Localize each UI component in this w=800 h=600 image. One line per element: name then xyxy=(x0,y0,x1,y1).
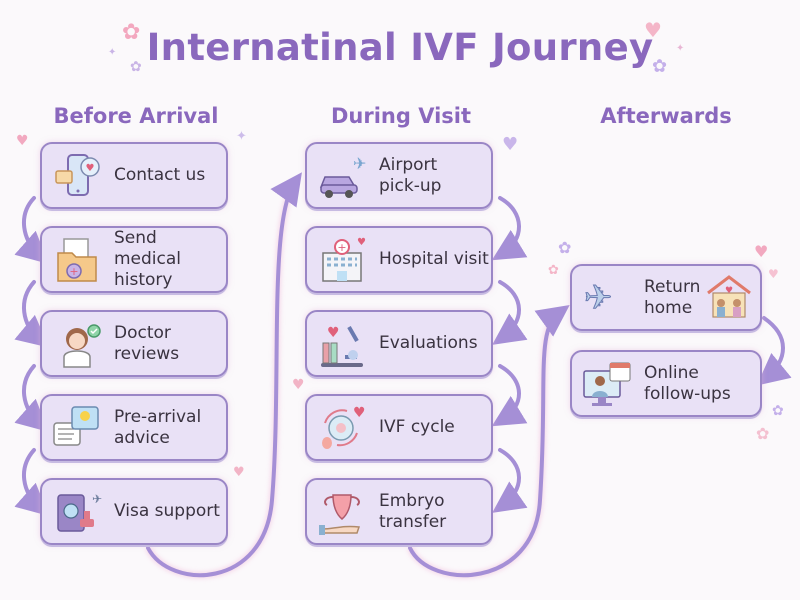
car-plane-icon: ✈ xyxy=(313,147,371,205)
family-home-icon: ♥ xyxy=(704,271,754,325)
svg-text:✈: ✈ xyxy=(353,154,366,173)
svg-text:♥: ♥ xyxy=(357,237,366,248)
heart-icon: ♥ xyxy=(292,377,305,393)
doctor-check-icon xyxy=(48,315,106,373)
arrow-6 xyxy=(491,196,528,261)
passport-stamp-icon: ✈ xyxy=(48,483,106,541)
step-label: Online follow-ups xyxy=(644,362,731,404)
step-label: Airport pick-up xyxy=(379,154,442,196)
flower-icon: ✿ xyxy=(130,59,142,75)
step-contact-us[interactable]: ♥ Contact us xyxy=(40,142,228,209)
svg-text:+: + xyxy=(69,265,78,278)
arrow-11 xyxy=(756,316,792,386)
step-label: Send medical history xyxy=(114,228,182,290)
arrow-8 xyxy=(491,364,528,427)
column-heading-during-visit: During Visit xyxy=(330,104,472,128)
step-return-home[interactable]: ✈ Return home ♥ xyxy=(570,264,762,331)
medical-folder-icon: + xyxy=(48,231,106,289)
flower-icon: ✿ xyxy=(558,238,572,257)
arrow-4 xyxy=(14,448,49,516)
flower-icon: ✿ xyxy=(756,424,770,443)
step-label: Visa support xyxy=(114,501,220,521)
step-send-medical-history[interactable]: + Send medical history xyxy=(40,226,228,293)
heart-icon: ♥ xyxy=(233,465,245,480)
heart-icon: ♥ xyxy=(502,134,519,155)
step-label: Return home xyxy=(644,276,701,318)
step-label: Embryo transfer xyxy=(379,490,447,532)
uterus-hand-icon xyxy=(313,483,371,541)
step-ivf-cycle[interactable]: ♥ IVF cycle xyxy=(305,394,493,461)
arrow-2 xyxy=(14,280,50,348)
step-label: Evaluations xyxy=(379,333,478,353)
arrow-9 xyxy=(492,448,528,513)
flower-icon: ✿ xyxy=(122,20,141,45)
step-airport-pick-up[interactable]: ✈ Airport pick-up xyxy=(305,142,493,209)
arrow-10 xyxy=(408,304,570,577)
flower-icon: ✿ xyxy=(548,263,559,278)
step-label: Hospital visit xyxy=(379,249,489,269)
svg-text:✈: ✈ xyxy=(584,278,613,318)
svg-text:♥: ♥ xyxy=(327,325,340,341)
heart-icon: ♥ xyxy=(16,133,29,149)
svg-text:+: + xyxy=(337,241,346,254)
phone-chat-icon: ♥ xyxy=(48,147,106,205)
ivf-cycle-icon: ♥ xyxy=(313,399,371,457)
column-heading-before-arrival: Before Arrival xyxy=(53,104,219,128)
sparkle-icon: ✦ xyxy=(676,43,685,54)
heart-icon: ♥ xyxy=(768,267,779,281)
step-pre-arrival-advice[interactable]: Pre-arrival advice xyxy=(40,394,228,461)
svg-text:♥: ♥ xyxy=(725,286,733,296)
heart-icon: ♥ xyxy=(754,242,769,261)
plane-home-icon: ✈ xyxy=(578,269,636,327)
arrow-7 xyxy=(492,280,528,345)
step-embryo-transfer[interactable]: Embryo transfer xyxy=(305,478,493,545)
flower-icon: ✿ xyxy=(652,56,668,77)
sparkle-icon: ✦ xyxy=(236,129,247,144)
video-calendar-icon xyxy=(578,355,636,413)
step-label: Contact us xyxy=(114,165,206,185)
page-title: Internatinal IVF Journey xyxy=(146,26,654,69)
sparkle-icon: ✦ xyxy=(108,47,117,58)
step-hospital-visit[interactable]: +♥ Hospital visit xyxy=(305,226,493,293)
svg-text:✈: ✈ xyxy=(92,492,102,506)
step-online-follow-ups[interactable]: Online follow-ups xyxy=(570,350,762,417)
arrow-5 xyxy=(146,172,302,577)
step-visa-support[interactable]: ✈ Visa support xyxy=(40,478,228,545)
step-doctor-reviews[interactable]: Doctor reviews xyxy=(40,310,228,377)
step-evaluations[interactable]: ♥ Evaluations xyxy=(305,310,493,377)
step-label: Pre-arrival advice xyxy=(114,406,202,448)
advice-bulb-icon xyxy=(48,399,106,457)
arrow-3 xyxy=(14,364,49,432)
flower-icon: ✿ xyxy=(772,403,784,419)
svg-text:♥: ♥ xyxy=(86,163,95,174)
arrow-1 xyxy=(14,196,49,264)
step-label: IVF cycle xyxy=(379,417,455,437)
heart-icon: ♥ xyxy=(644,18,662,42)
step-label: Doctor reviews xyxy=(114,322,180,364)
svg-text:♥: ♥ xyxy=(353,405,366,421)
microscope-icon: ♥ xyxy=(313,315,371,373)
column-heading-afterwards: Afterwards xyxy=(600,104,732,128)
hospital-icon: +♥ xyxy=(313,231,371,289)
